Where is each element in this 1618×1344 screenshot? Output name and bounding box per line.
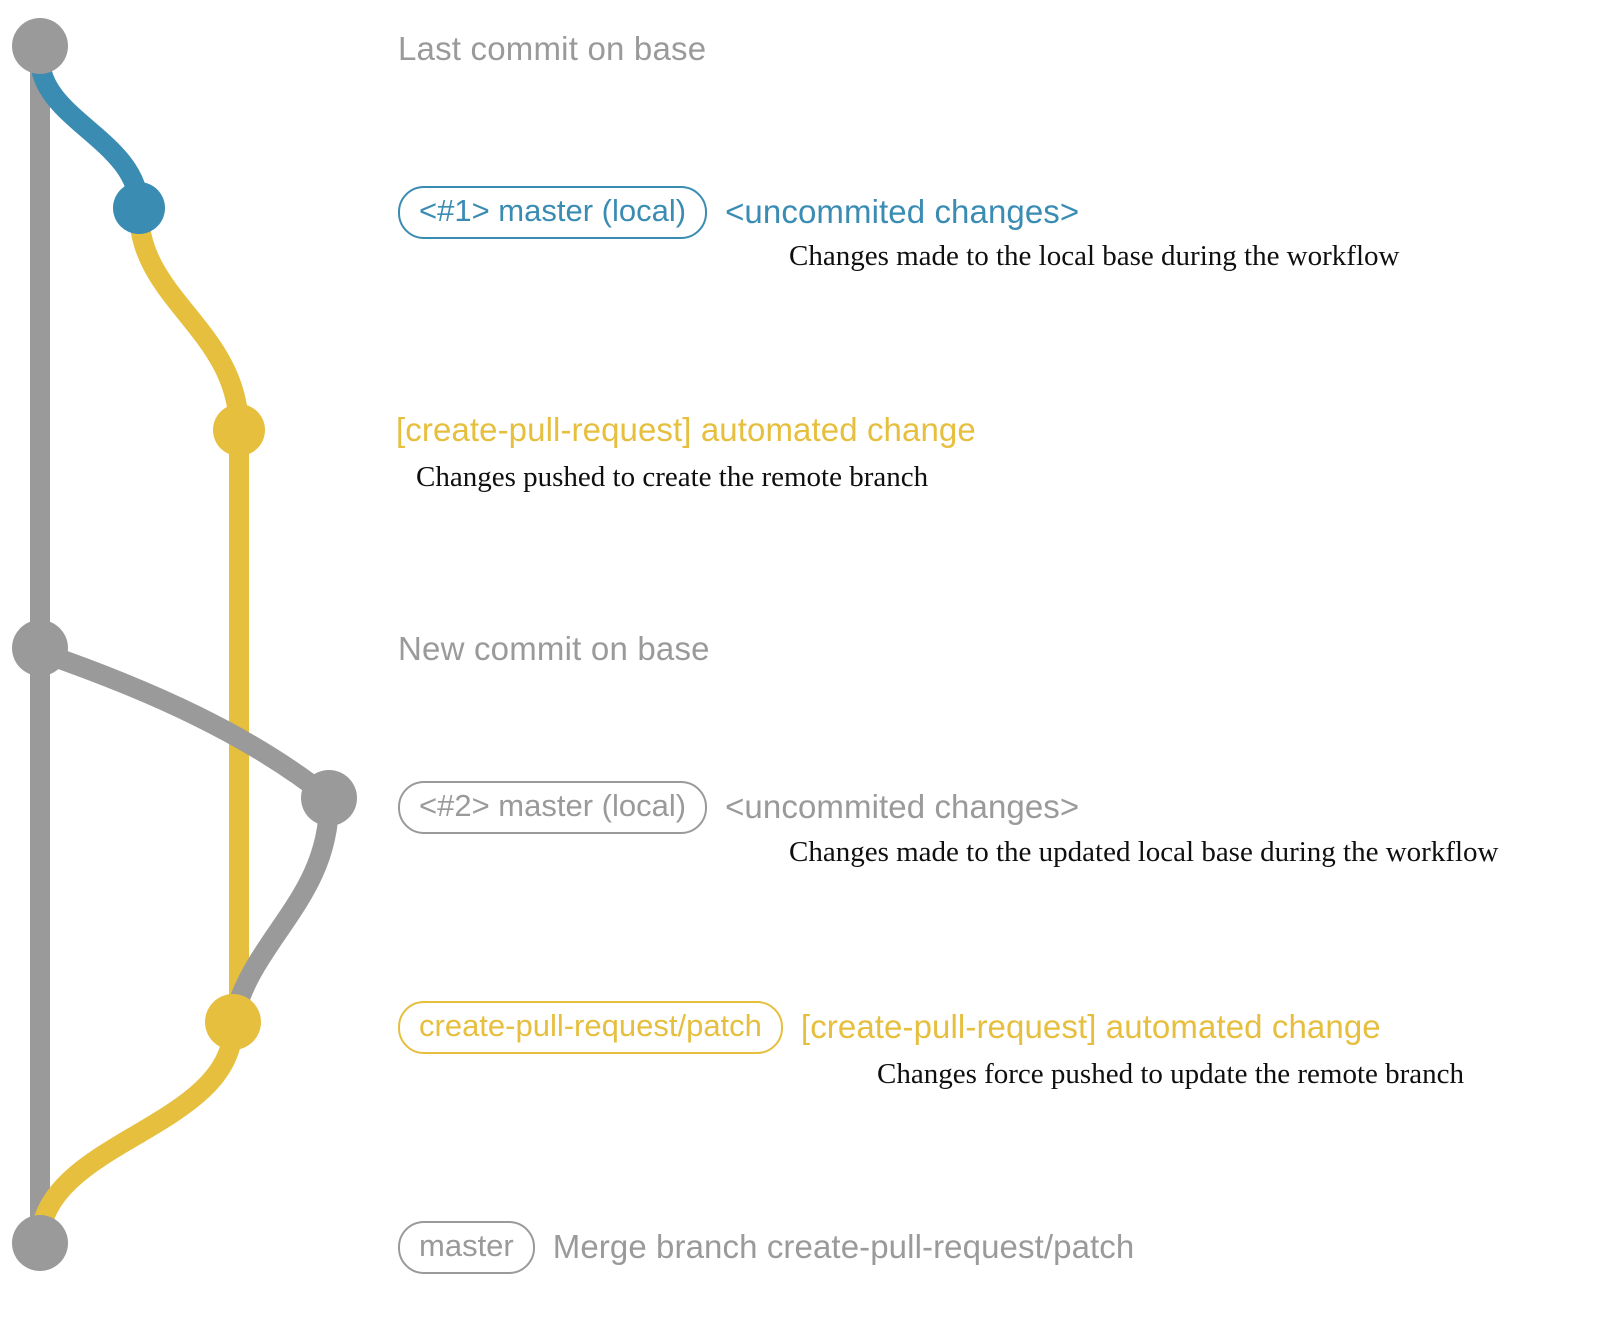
graph-nodes [12, 18, 357, 1271]
row-new-commit-on-base: New commit on base [398, 630, 710, 668]
branch-badge-master[interactable]: master [398, 1221, 535, 1274]
branch-badge-master-local-2[interactable]: <#2> master (local) [398, 781, 708, 834]
row-automated-change-1: [create-pull-request] automated change [396, 411, 976, 449]
commit-subject-automated-change-2: [create-pull-request] automated change [800, 1008, 1381, 1046]
commit-subject-master-local-2: <uncommited changes> [725, 788, 1080, 826]
row-merge-commit: master Merge branch create-pull-request/… [398, 1221, 1134, 1274]
commit-subject-master-local-1: <uncommited changes> [725, 193, 1080, 231]
node-automated-change-2[interactable] [205, 994, 261, 1050]
edge-local-2-to-patch-2 [223, 792, 339, 1032]
node-new-commit-on-base[interactable] [12, 620, 68, 676]
row-master-local-2: <#2> master (local) <uncommited changes> [398, 781, 1079, 834]
node-merge-commit[interactable] [12, 1215, 68, 1271]
note-master-local-1: Changes made to the local base during th… [789, 240, 1400, 272]
node-automated-change-1[interactable] [213, 404, 265, 456]
note-automated-change-1: Changes pushed to create the remote bran… [416, 461, 929, 493]
row-automated-change-2: create-pull-request/patch [create-pull-r… [398, 1001, 1381, 1054]
row-master-local-1: <#1> master (local) <uncommited changes> [398, 186, 1079, 239]
node-master-local-1[interactable] [113, 182, 165, 234]
commit-subject-new-commit-on-base: New commit on base [398, 630, 710, 667]
commit-subject-last-commit-on-base: Last commit on base [398, 30, 707, 67]
edge-local-1-to-patch-1 [129, 202, 249, 440]
note-automated-change-2: Changes force pushed to update the remot… [877, 1058, 1465, 1090]
node-master-local-2[interactable] [301, 770, 357, 826]
edge-base-to-local-2 [30, 642, 339, 808]
row-last-commit-on-base: Last commit on base [398, 30, 706, 68]
commit-subject-automated-change-1: [create-pull-request] automated change [396, 411, 976, 448]
note-master-local-2: Changes made to the updated local base d… [789, 836, 1499, 868]
commit-subject-merge-commit: Merge branch create-pull-request/patch [552, 1228, 1135, 1266]
edge-patch-2-to-merge [30, 1016, 243, 1253]
node-last-commit-on-base[interactable] [12, 18, 68, 74]
branch-badge-create-pull-request-patch[interactable]: create-pull-request/patch [398, 1001, 783, 1054]
branch-badge-master-local-1[interactable]: <#1> master (local) [398, 186, 708, 239]
